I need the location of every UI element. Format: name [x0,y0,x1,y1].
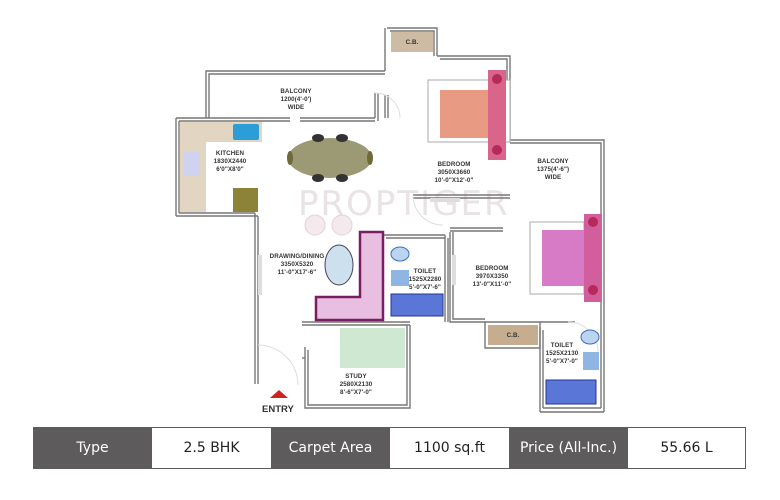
study-size-ft: 8'-6"X7'-0" [340,389,372,396]
bedroom-2-size-mm: 3970X3350 [476,273,509,280]
cupboard-1 [391,32,433,52]
cb-1-label: C.B. [406,39,419,46]
spec-area-value: 1100 sq.ft [390,427,509,469]
toilet-2-size-ft: 5'-0"X7'-0" [546,358,578,365]
drawing-dining-size-mm: 3350X5320 [281,261,314,268]
basin-icon [583,352,599,370]
watermark: PROPTIGER [298,184,510,224]
kitchen-sink-icon [233,124,259,140]
toilet-1-name: TOILET [414,268,437,275]
kitchen-size-mm: 1830X2440 [214,158,247,165]
bedroom-1-name: BEDROOM [437,161,470,168]
bedroom-2-name: BEDROOM [475,265,508,272]
toilet-icon [390,246,410,262]
chair-icon [304,214,326,236]
balcony-2-note: WIDE [545,174,562,181]
spec-price-label: Price (All-Inc.) [509,427,628,469]
walls [175,27,605,413]
drawing-dining-size-ft: 11'-0"X17'-6" [278,269,317,276]
balcony-1-size: 1200(4'-0') [281,96,312,103]
bathtub-icon [390,293,444,317]
study-name: STUDY [345,373,367,380]
cupboard-2 [488,325,538,345]
chair-icon [331,214,353,236]
balcony-2-size: 1375(4'-6") [537,166,569,173]
spec-price-value: 55.66 L [628,427,746,469]
entry-label: ENTRY [262,404,295,415]
window-icon [452,255,456,285]
spec-type-value: 2.5 BHK [152,427,271,469]
sofa-icon [314,230,385,322]
spec-area-label: Carpet Area [271,427,390,469]
bedroom-2-size-ft: 13'-0"X11'-0" [473,281,512,288]
toilet-icon [580,329,600,345]
cb-2-label: C.B. [507,332,520,339]
basin-icon [391,270,409,286]
drawing-dining-name: DRAWING/DINING [270,253,325,260]
entry-arrow-icon [270,390,288,398]
toilet-1-size-ft: 5'-0"X7'-6" [409,284,441,291]
toilet-2-size-mm: 1525X2130 [546,350,579,357]
floor-plan: PROPTIGER [175,27,605,415]
bed-icon [529,214,602,302]
balcony-1-note: WIDE [288,104,305,111]
balcony-1-name: BALCONY [280,88,312,95]
kitchen-fridge-icon [233,188,258,212]
spec-table: Type 2.5 BHK Carpet Area 1100 sq.ft Pric… [33,427,746,469]
study-size-mm: 2580X2130 [340,381,373,388]
bedroom-1-size-mm: 3050X3660 [438,169,471,176]
coffee-table-icon [324,244,354,286]
kitchen-size-ft: 6'0"X8'0" [216,166,244,173]
spec-type-label: Type [33,427,152,469]
bed-icon [427,70,511,160]
study-desk-icon [340,328,405,368]
toilet-2-name: TOILET [551,342,574,349]
balcony-2-name: BALCONY [537,158,569,165]
room-labels: BALCONY 1200(4'-0') WIDE KITCHEN 1830X24… [214,88,579,396]
toilet-1-size-mm: 1525X2280 [409,276,442,283]
kitchen-window-icon [184,152,200,176]
bathtub-icon [545,379,597,405]
window-icon [430,198,460,202]
dining-table-icon [287,134,373,182]
bedroom-1-size-ft: 10'-0"X12'-0" [434,177,473,184]
window-icon [258,255,262,295]
kitchen-name: KITCHEN [216,150,245,157]
